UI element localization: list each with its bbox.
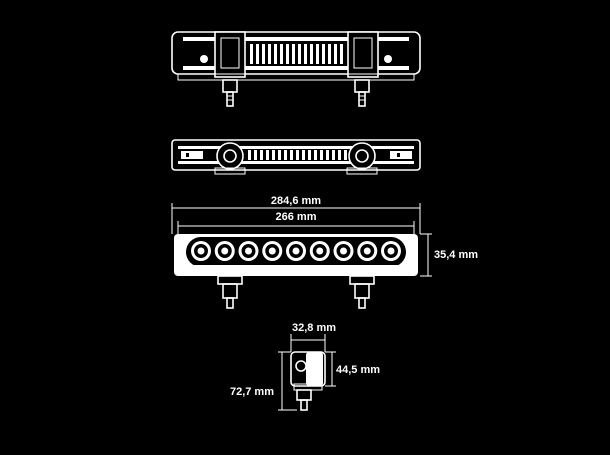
side-fin xyxy=(290,150,293,160)
bolt-left-front xyxy=(217,275,243,309)
fin xyxy=(298,44,301,64)
fin xyxy=(250,44,253,64)
pivot-knob-right xyxy=(348,142,376,170)
side-depth-label: 32,8 mm xyxy=(292,322,336,334)
pivot-knob-left xyxy=(216,142,244,170)
led xyxy=(381,241,401,261)
fin xyxy=(280,44,283,64)
fin xyxy=(310,44,313,64)
side-height-label: 44,5 mm xyxy=(336,364,380,376)
led xyxy=(191,241,211,261)
heatsink-fins xyxy=(183,37,409,70)
side-fin xyxy=(272,150,275,160)
fin xyxy=(274,44,277,64)
side-fin xyxy=(278,150,281,160)
fin xyxy=(268,44,271,64)
side-fin xyxy=(284,150,287,160)
fin xyxy=(328,44,331,64)
overall-width-label: 284,6 mm xyxy=(271,195,321,207)
side-fin xyxy=(248,150,251,160)
side-fin xyxy=(332,150,335,160)
bolt-right-front xyxy=(349,275,375,309)
led xyxy=(309,241,330,261)
side-fin xyxy=(302,150,305,160)
fin xyxy=(256,44,259,64)
led xyxy=(357,241,378,261)
led xyxy=(286,241,306,261)
side-fin xyxy=(338,150,341,160)
fin xyxy=(286,44,289,64)
mounting-bracket-left xyxy=(200,31,246,78)
fin xyxy=(322,44,325,64)
fin xyxy=(316,44,319,64)
top-view xyxy=(171,31,421,107)
side-fin xyxy=(344,150,347,160)
fin xyxy=(334,44,337,64)
side-fin xyxy=(254,150,257,160)
side-view xyxy=(171,139,421,175)
side-fin xyxy=(314,150,317,160)
total-height-label: 72,7 mm xyxy=(230,386,274,398)
end-view: 32,8 mm 44,5 mm 72,7 mm xyxy=(230,322,380,411)
light-bar-front xyxy=(174,234,418,276)
led xyxy=(333,241,354,261)
inner-width-label: 266 mm xyxy=(276,211,317,223)
mounting-bracket-right xyxy=(347,31,392,78)
fin xyxy=(292,44,295,64)
side-fin xyxy=(308,150,311,160)
height-label: 35,4 mm xyxy=(434,249,478,261)
led xyxy=(214,241,235,261)
bolt-right-top xyxy=(354,79,370,107)
fin xyxy=(304,44,307,64)
side-fin xyxy=(266,150,269,160)
led xyxy=(262,241,283,261)
front-view: 284,6 mm 266 mm 35,4 mm xyxy=(171,195,478,309)
bolt-left-top xyxy=(222,79,238,107)
led xyxy=(238,241,259,261)
fin xyxy=(340,44,343,64)
side-fin xyxy=(260,150,263,160)
side-fin xyxy=(320,150,323,160)
side-fin xyxy=(326,150,329,160)
side-fin xyxy=(296,150,299,160)
fin xyxy=(262,44,265,64)
